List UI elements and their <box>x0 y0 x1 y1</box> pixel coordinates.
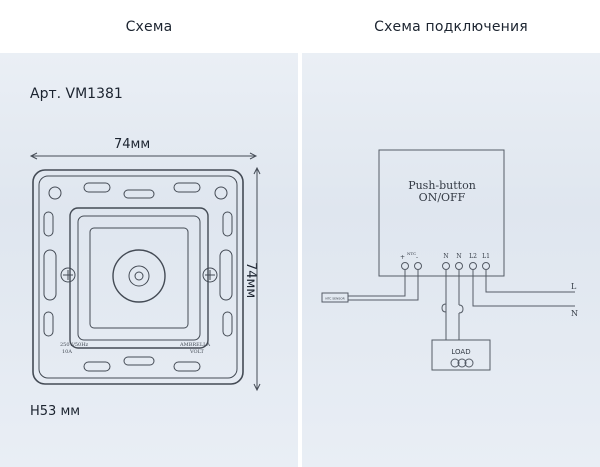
terminal-label-n1: N <box>443 253 448 260</box>
terminal-label-n2: N <box>456 253 461 260</box>
brand-mark-2: VOLT <box>189 349 205 355</box>
pushbutton-label-2: ON/OFF <box>419 191 466 204</box>
device-drawing: 250V/50Hz 10A AMBRELLA VOLT <box>29 152 261 392</box>
sensor-label: NTC SENSOR <box>325 297 344 301</box>
terminal-ntc: NTC <box>407 251 416 256</box>
terminal-label-l1: L1 <box>482 253 490 260</box>
terminal-label-l2: L2 <box>469 253 477 260</box>
terminal-plus: + <box>400 254 405 261</box>
line-l-label: L <box>571 282 577 291</box>
rating-mark-1: 250V/50Hz <box>60 342 89 348</box>
line-n-label: N <box>571 309 578 318</box>
rating-mark-2: 10A <box>62 349 72 355</box>
left-panel <box>0 0 298 467</box>
header-scheme: Схема <box>0 0 298 53</box>
article-number: Арт. VM1381 <box>30 86 123 102</box>
width-dimension-label: 74мм <box>114 137 151 152</box>
load-label: LOAD <box>451 348 470 356</box>
header-wiring-scheme: Схема подключения <box>302 0 600 53</box>
depth-label: H53 мм <box>30 404 81 419</box>
right-panel <box>302 0 600 467</box>
brand-mark-1: AMBRELLA <box>179 342 210 348</box>
terminal-minus: - <box>416 254 418 261</box>
pushbutton-label-1: Push-button <box>408 179 476 192</box>
